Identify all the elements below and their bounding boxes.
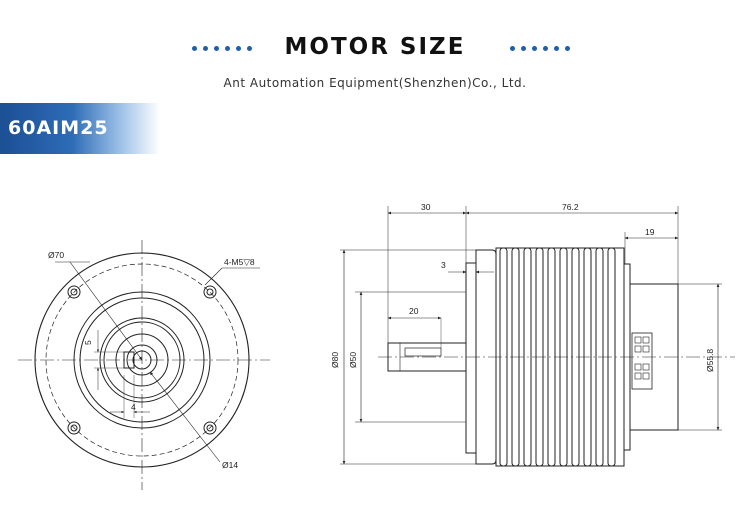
decor-dots-right: [510, 46, 570, 51]
company-name: Ant Automation Equipment(Shenzhen)Co., L…: [223, 76, 527, 90]
side-dia-55-8: Ø55.8: [705, 349, 715, 372]
page-header: MOTOR SIZE: [0, 28, 750, 68]
side-connector: [631, 332, 653, 390]
side-dim-20: 20: [409, 306, 419, 316]
model-banner: 60AIM25: [0, 103, 160, 154]
front-shaft-boss: [115, 333, 169, 387]
front-flange-inner: [79, 297, 205, 423]
model-label: 60AIM25: [8, 117, 109, 139]
front-pilot-inner: [103, 321, 181, 399]
side-dim-19: 19: [645, 227, 655, 237]
front-dim-5: 5: [83, 340, 93, 345]
front-shaft-core: [132, 350, 152, 370]
decor-dots-left: [192, 46, 252, 51]
front-keyway: [123, 351, 135, 369]
side-rear-cap: [629, 283, 679, 431]
side-dim-30: 30: [421, 202, 431, 212]
side-pilot: [465, 262, 477, 454]
side-dim-3: 3: [441, 260, 446, 270]
side-fins: [499, 247, 616, 467]
front-bolt-circle: [45, 263, 239, 457]
front-bolt-holes: [67, 285, 217, 435]
front-view: [18, 240, 270, 490]
front-dim-4: 4: [131, 402, 136, 412]
front-dia-14: Ø14: [222, 460, 238, 470]
page-title: MOTOR SIZE: [284, 34, 466, 60]
side-connector-pins: [634, 336, 650, 380]
front-flange-circle: [73, 291, 211, 429]
front-pilot-circle: [99, 317, 185, 403]
side-dim-76-2: 76.2: [562, 202, 579, 212]
side-view: [340, 206, 735, 467]
side-dia-80: Ø80: [330, 352, 340, 368]
front-dia-70: Ø70: [48, 250, 64, 260]
side-dia-50: Ø50: [348, 352, 358, 368]
front-shaft-circle: [126, 344, 158, 376]
front-outer-circle: [34, 252, 250, 468]
side-key: [404, 347, 442, 357]
front-holes-label: 4-M5▽8: [224, 257, 255, 267]
